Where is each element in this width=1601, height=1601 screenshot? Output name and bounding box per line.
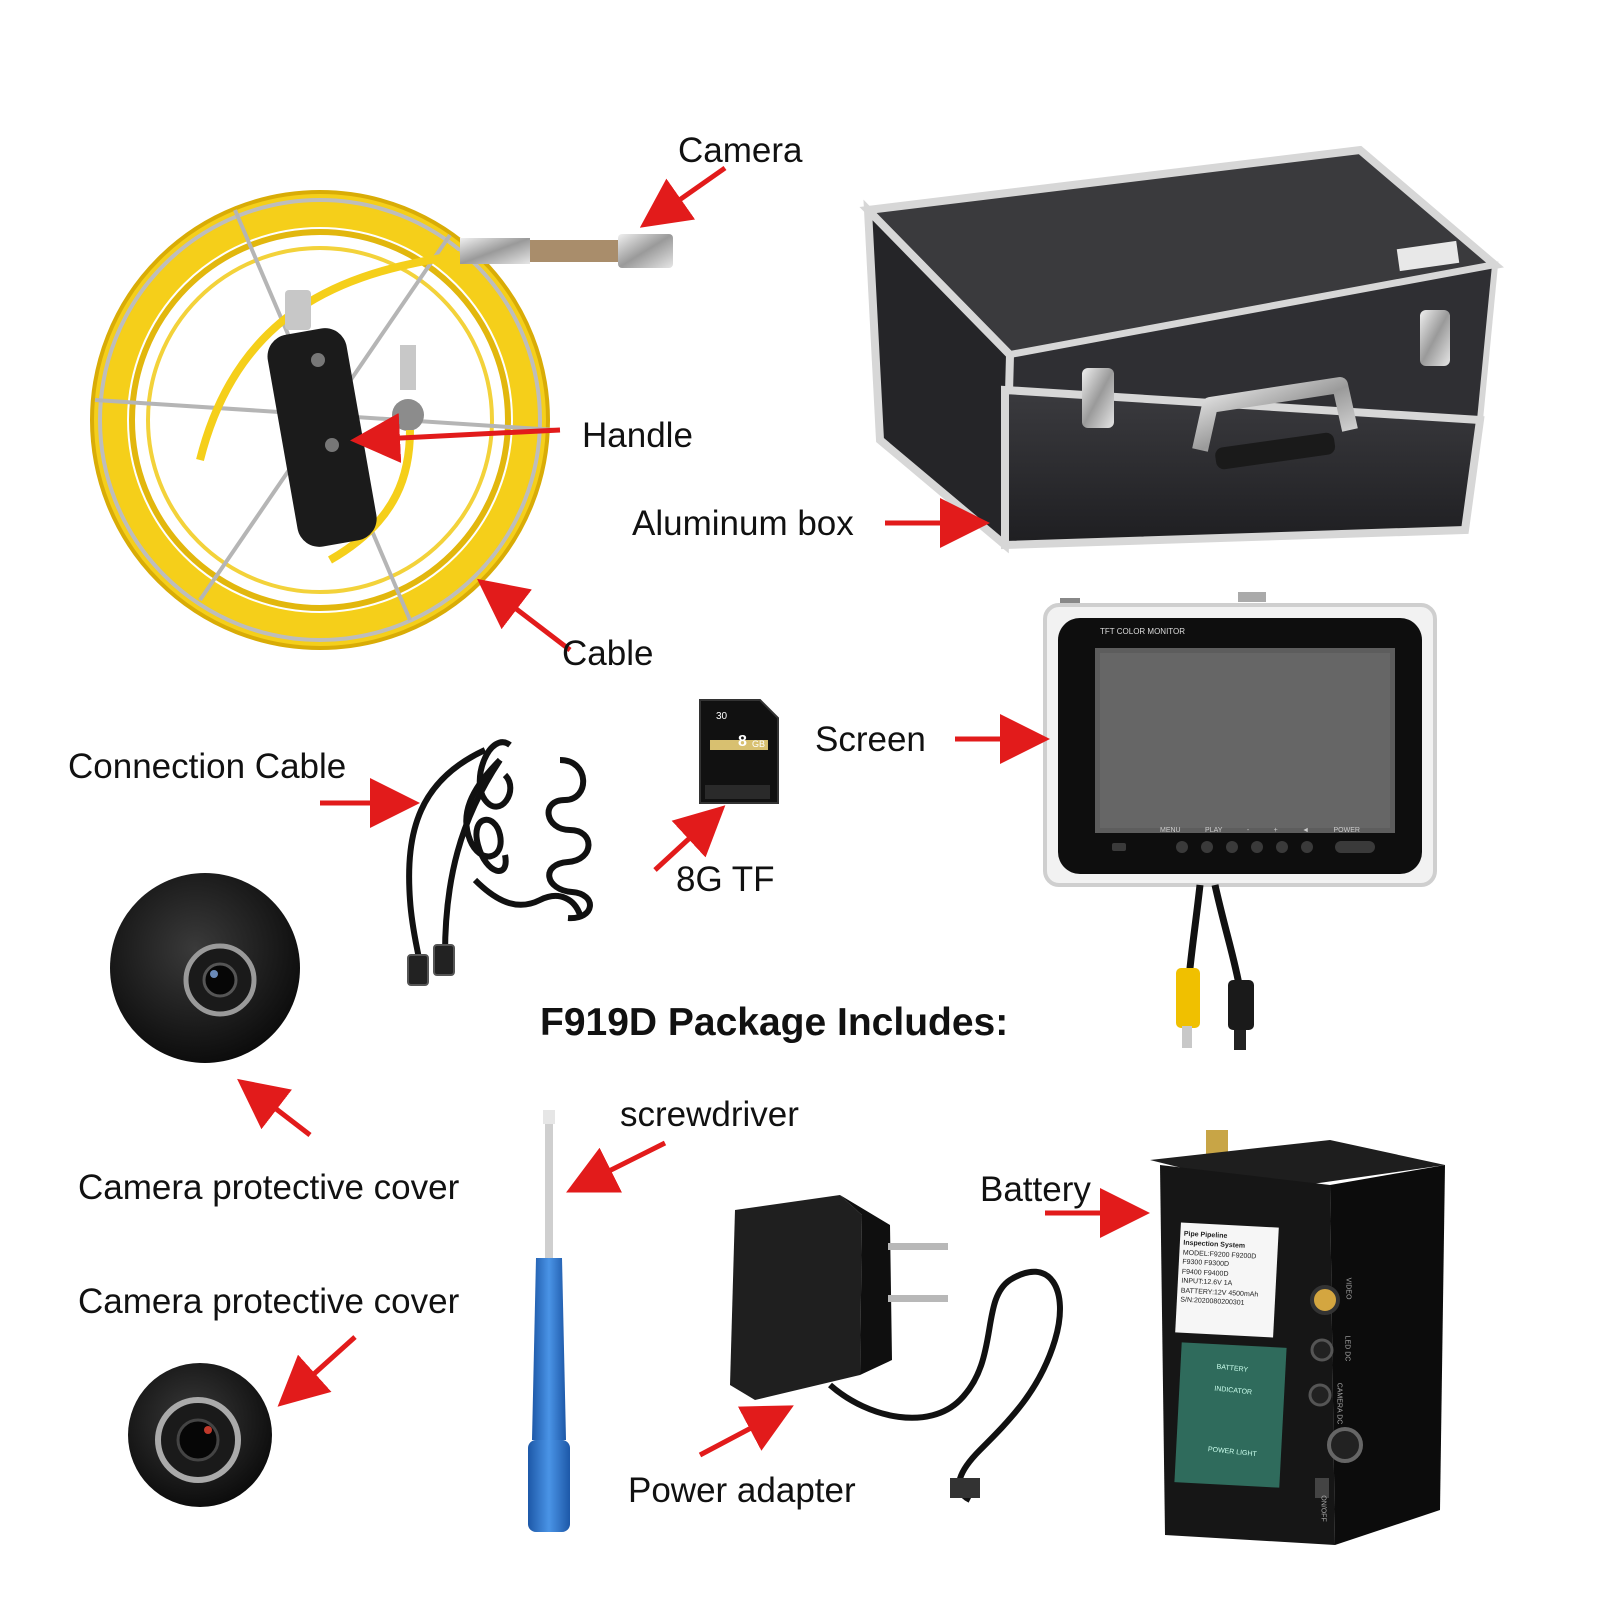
camera-protective-cover-small-image	[128, 1363, 272, 1507]
arrow-cover-2	[277, 1335, 357, 1407]
arrow-cable	[477, 578, 572, 652]
monitor-button-plus: +	[1273, 827, 1278, 834]
cable-reel-image	[90, 190, 673, 650]
battery-port-on-off: ON/OFF	[1319, 1495, 1327, 1522]
monitor-button-menu: MENU	[1160, 827, 1181, 834]
monitor-button-power: POWER	[1333, 827, 1360, 834]
sd-card-speed: 30	[716, 711, 728, 722]
arrow-screwdriver	[566, 1140, 667, 1193]
monitor-button-labels: MENU PLAY - + ◄ POWER	[1160, 827, 1360, 834]
power-adapter-image	[730, 1195, 1063, 1503]
pointer-arrows	[237, 165, 1150, 1458]
label-battery: Battery	[980, 1170, 1091, 1209]
label-camera-protective-cover-1: Camera protective cover	[78, 1168, 460, 1207]
connection-cable-image	[406, 739, 593, 986]
screwdriver-image	[528, 1110, 570, 1532]
monitor-button-minus: -	[1246, 827, 1250, 834]
sd-card-capacity: 8	[738, 733, 747, 750]
label-screen: Screen	[815, 720, 926, 759]
monitor-brand: TFT COLOR MONITOR	[1100, 627, 1186, 636]
battery-port-camera-dc: CAMERA DC	[1335, 1382, 1343, 1425]
arrow-tf-card	[653, 805, 726, 872]
battery-spec-label: Pipe Pipeline Inspection System MODEL:F9…	[1180, 1230, 1276, 1310]
label-camera-protective-cover-2: Camera protective cover	[78, 1282, 460, 1321]
label-power-adapter: Power adapter	[628, 1471, 856, 1510]
label-camera: Camera	[678, 131, 803, 170]
battery-image	[1150, 1130, 1445, 1545]
page-title: F919D Package Includes:	[540, 1001, 1009, 1044]
sd-card-unit: GB	[752, 739, 766, 749]
monitor-button-play: PLAY	[1205, 827, 1223, 834]
label-tf-card: 8G TF	[676, 860, 775, 899]
label-aluminum-box: Aluminum box	[632, 504, 854, 543]
battery-port-video: VIDEO	[1344, 1277, 1352, 1300]
arrow-handle	[350, 413, 561, 463]
arrow-cover-1	[237, 1078, 312, 1137]
screen-image	[1043, 592, 1437, 1050]
arrow-power-adapter	[698, 1405, 794, 1458]
battery-port-led-dc: LED DC	[1343, 1335, 1351, 1362]
label-cable: Cable	[562, 634, 654, 673]
label-handle: Handle	[582, 416, 693, 455]
aluminum-box-image	[859, 145, 1504, 554]
arrow-camera	[639, 165, 727, 228]
camera-protective-cover-large-image	[110, 873, 300, 1063]
label-screwdriver: screwdriver	[620, 1095, 799, 1134]
label-connection-cable: Connection Cable	[68, 747, 347, 786]
monitor-button-back: ◄	[1302, 827, 1310, 834]
tf-card-image	[699, 699, 779, 804]
battery-indicator-panel: BATTERY INDICATOR POWER LIGHT	[1207, 1357, 1288, 1469]
